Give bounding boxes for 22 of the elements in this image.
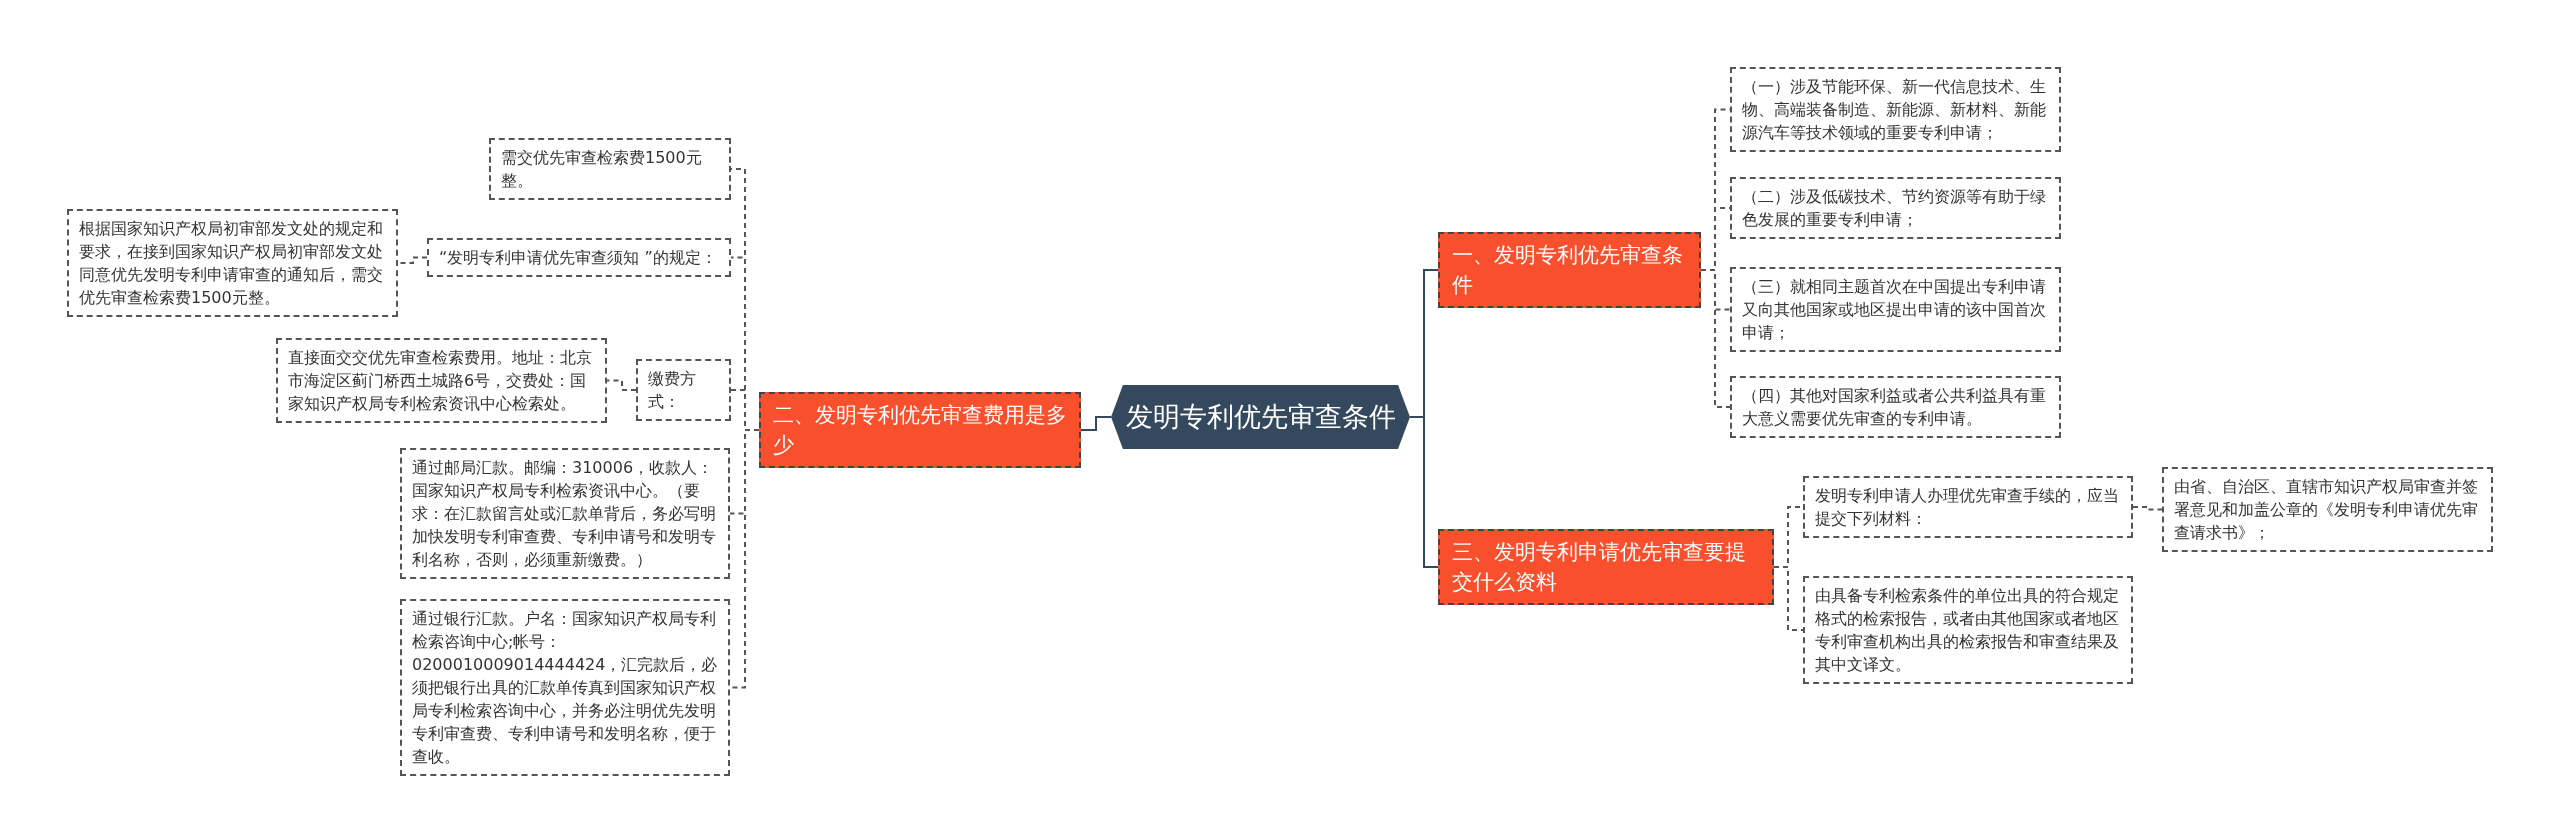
text-box: 需交优先审查检索费1500元整。 xyxy=(489,138,731,200)
text-box: 根据国家知识产权局初审部发文处的规定和要求，在接到国家知识产权局初审部发文处同意优先发明专利申请审查的通知后，需交优先审查检索费1500元整。 xyxy=(67,209,398,317)
text-box: 发明专利申请人办理优先审查手续的，应当提交下列材料： xyxy=(1803,476,2133,538)
branch-topic-box: 一、发明专利优先审查条件 xyxy=(1438,232,1701,308)
connector-line xyxy=(606,379,637,391)
text-box: 通过邮局汇款。邮编：310006，收款人：国家知识产权局专利检索资讯中心。（要求：在汇款留言处或汇款单背后，务必写明加快发明专利审查费、专利申请号和发明专利名称，否则，必须重新缴费。） xyxy=(400,448,730,579)
text-box: 由具备专利检索条件的单位出具的符合规定格式的检索报告，或者由其他国家或者地区专利审查机构出具的检索报告和审查结果及其中文译文。 xyxy=(1803,576,2133,684)
text-box: 通过银行汇款。户名：国家知识产权局专利检索咨询中心;帐号：0200010009014444424，汇完款后，必须把银行出具的汇款单传真到国家知识产权局专利检索咨询中心，并务必注明优先发明专利审查费、专利申请号和发明名称，便于查收。 xyxy=(400,599,730,776)
text-box: （一）涉及节能环保、新一代信息技术、生物、高端装备制造、新能源、新材料、新能源汽车等技术领域的重要专利申请； xyxy=(1730,67,2061,152)
branch-topic-box: 二、发明专利优先审查费用是多少 xyxy=(759,392,1081,468)
text-box: 直接面交交优先审查检索费用。地址：北京市海淀区蓟门桥西土城路6号，交费处：国家知识产权局专利检索资讯中心检索处。 xyxy=(276,338,607,423)
connector-line xyxy=(1773,566,1804,631)
text-box: 由省、自治区、直辖市知识产权局审查并签署意见和加盖公章的《发明专利申请优先审查请求书》； xyxy=(2162,467,2493,552)
connector-line xyxy=(1700,269,1731,408)
text-box: （四）其他对国家利益或者公共利益具有重大意义需要优先审查的专利申请。 xyxy=(1730,376,2061,438)
connector-line xyxy=(1080,416,1112,431)
text-box: 缴费方式： xyxy=(636,359,731,421)
text-box: （三）就相同主题首次在中国提出专利申请又向其他国家或地区提出申请的该中国首次申请； xyxy=(1730,267,2061,352)
text-box: “发明专利申请优先审查须知 ”的规定： xyxy=(427,238,731,277)
text-box: （二）涉及低碳技术、节约资源等有助于绿色发展的重要专利申请； xyxy=(1730,177,2061,239)
branch-topic-box: 三、发明专利申请优先审查要提交什么资料 xyxy=(1438,529,1774,605)
connector-line xyxy=(2132,506,2163,511)
